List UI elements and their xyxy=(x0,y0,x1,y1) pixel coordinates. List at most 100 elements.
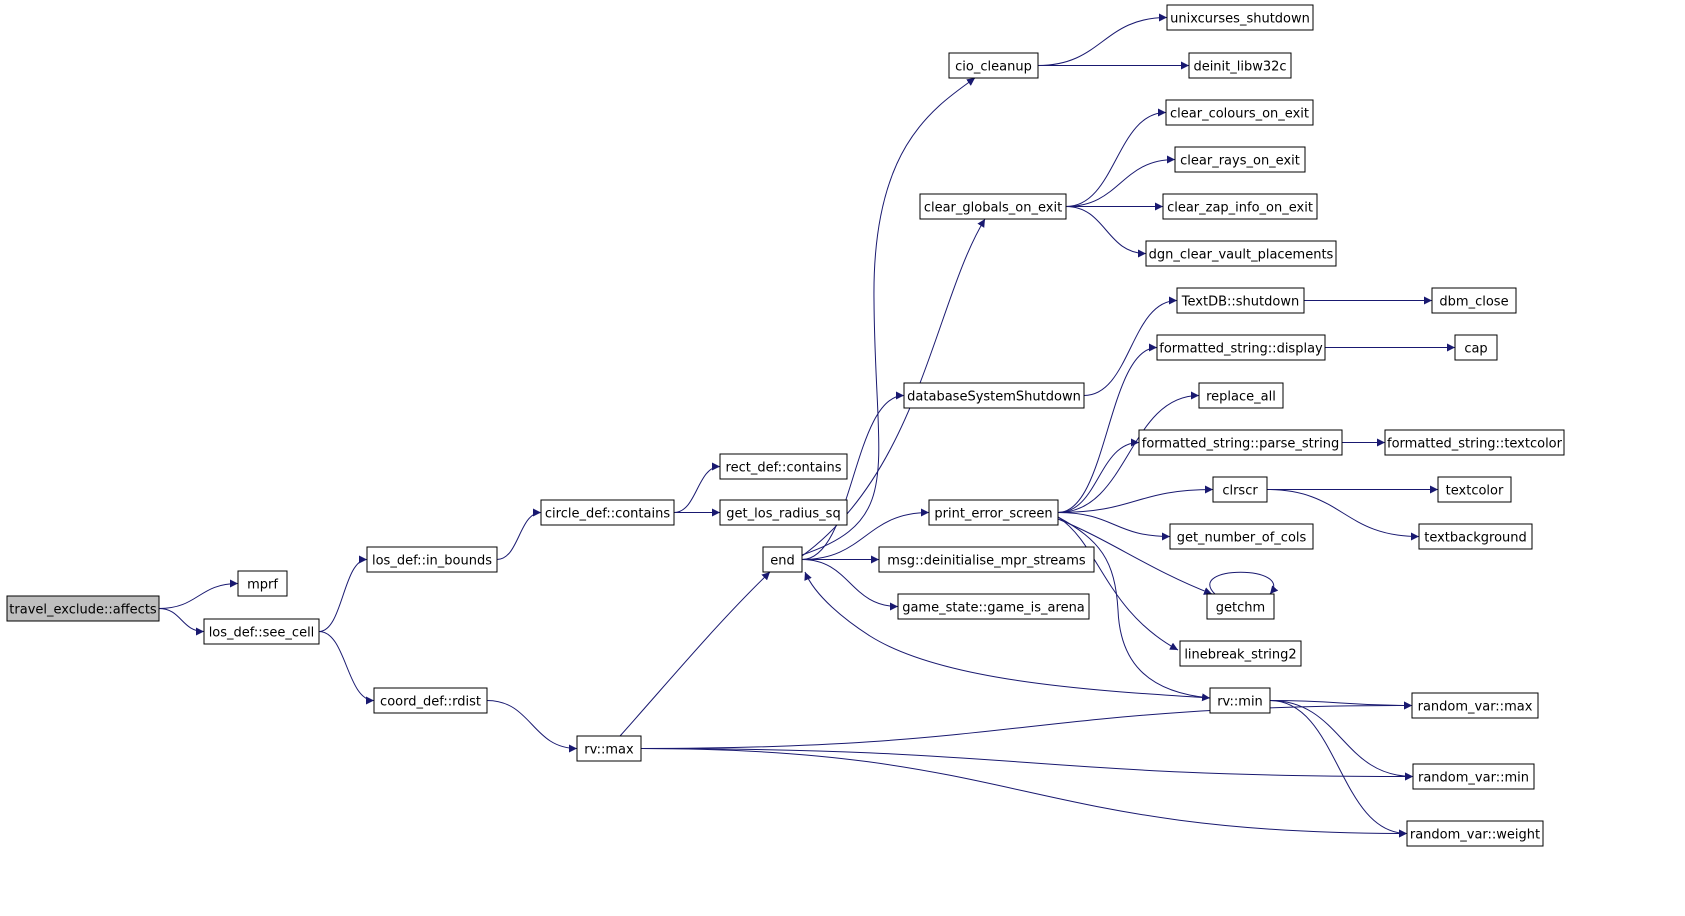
node-box xyxy=(1169,523,1314,550)
node-box xyxy=(237,570,288,597)
node-label: random_var::min xyxy=(1418,771,1529,786)
node-label: clear_colours_on_exit xyxy=(1170,107,1309,122)
node-label: clrscr xyxy=(1222,484,1258,499)
node-label: msg::deinitialise_mpr_streams xyxy=(887,554,1086,569)
node-databasesystemshutdown[interactable]: databaseSystemShutdown xyxy=(903,382,1085,409)
node-label: game_state::game_is_arena xyxy=(902,601,1085,616)
node-get-number-of-cols[interactable]: get_number_of_cols xyxy=(1169,523,1314,550)
node-print-error-screen[interactable]: print_error_screen xyxy=(928,499,1059,526)
node-label: cap xyxy=(1464,342,1487,357)
node-box xyxy=(1412,763,1535,790)
node-box xyxy=(1174,146,1306,173)
node-get-los-radius-sq[interactable]: get_los_radius_sq xyxy=(719,499,848,526)
edge-clrscr-to-textbackground xyxy=(1266,489,1420,541)
node-los-def-in-bounds[interactable]: los_def::in_bounds xyxy=(366,546,498,573)
edge-rv-max-to-random-var-weight xyxy=(640,748,1408,838)
edge-los-def-in-bounds-to-circle-def-contains xyxy=(496,508,542,560)
node-box xyxy=(1411,692,1539,719)
edge-rv-min-to-random-var-min xyxy=(1269,700,1414,781)
node-label: clear_globals_on_exit xyxy=(924,201,1062,216)
edge-rv-min-to-end xyxy=(804,571,1211,699)
node-random-var-weight[interactable]: random_var::weight xyxy=(1406,820,1544,847)
edge-end-to-databasesystemshutdown xyxy=(801,391,905,560)
node-game-state-game-is-arena[interactable]: game_state::game_is_arena xyxy=(897,593,1090,620)
node-label: random_var::weight xyxy=(1410,828,1540,843)
node-clear-zap-info-on-exit[interactable]: clear_zap_info_on_exit xyxy=(1162,193,1318,220)
node-formatted-string-display[interactable]: formatted_string::display xyxy=(1156,334,1326,361)
node-rv-max[interactable]: rv::max xyxy=(576,735,642,762)
edge-rv-max-to-end xyxy=(619,571,771,737)
node-box xyxy=(1406,820,1544,847)
node-label: cio_cleanup xyxy=(955,60,1032,75)
edge-travel-exclude-affects-to-mprf xyxy=(158,579,239,609)
node-clrscr[interactable]: clrscr xyxy=(1212,476,1268,503)
node-label: replace_all xyxy=(1206,390,1276,405)
node-label: rect_def::contains xyxy=(726,461,842,476)
node-label: clear_zap_info_on_exit xyxy=(1167,201,1313,216)
node-label: end xyxy=(770,554,795,569)
node-box xyxy=(903,382,1085,409)
edge-end-to-game-state-game-is-arena xyxy=(801,559,899,611)
node-msg-deinitialise-mpr-streams[interactable]: msg::deinitialise_mpr_streams xyxy=(878,546,1095,573)
node-label: los_def::see_cell xyxy=(209,626,315,641)
node-circle-def-contains[interactable]: circle_def::contains xyxy=(540,499,675,526)
node-label: textcolor xyxy=(1446,484,1504,499)
node-textbackground[interactable]: textbackground xyxy=(1418,523,1533,550)
node-box xyxy=(928,499,1059,526)
node-linebreak-string2[interactable]: linebreak_string2 xyxy=(1179,640,1302,667)
edge-clear-globals-on-exit-to-dgn-clear-vault-placements xyxy=(1065,206,1147,258)
node-box xyxy=(1206,593,1275,620)
edge-print-error-screen-to-rv-min xyxy=(1057,516,1211,702)
node-box xyxy=(1179,640,1302,667)
node-clear-rays-on-exit[interactable]: clear_rays_on_exit xyxy=(1174,146,1306,173)
node-random-var-min[interactable]: random_var::min xyxy=(1412,763,1535,790)
node-label: getchm xyxy=(1216,601,1265,616)
edge-clear-globals-on-exit-to-clear-colours-on-exit xyxy=(1065,108,1167,207)
node-unixcurses-shutdown[interactable]: unixcurses_shutdown xyxy=(1166,4,1314,31)
edge-print-error-screen-to-formatted-string-display xyxy=(1057,343,1158,513)
node-box xyxy=(1198,382,1284,409)
node-formatted-string-parse-string[interactable]: formatted_string::parse_string xyxy=(1138,429,1343,456)
node-clear-colours-on-exit[interactable]: clear_colours_on_exit xyxy=(1165,99,1314,126)
node-mprf[interactable]: mprf xyxy=(237,570,288,597)
node-box xyxy=(1431,287,1517,314)
edge-travel-exclude-affects-to-los-def-see-cell xyxy=(158,608,205,636)
node-cap[interactable]: cap xyxy=(1454,334,1498,361)
edge-rv-max-to-random-var-max xyxy=(640,701,1413,749)
node-random-var-max[interactable]: random_var::max xyxy=(1411,692,1539,719)
node-textdb-shutdown[interactable]: TextDB::shutdown xyxy=(1176,287,1305,314)
node-travel-exclude-affects[interactable]: travel_exclude::affects xyxy=(6,595,160,622)
node-cio-cleanup[interactable]: cio_cleanup xyxy=(948,52,1039,79)
node-box xyxy=(1384,429,1565,456)
node-label: databaseSystemShutdown xyxy=(907,390,1081,405)
node-end[interactable]: end xyxy=(762,546,803,573)
node-label: mprf xyxy=(247,578,278,593)
node-coord-def-rdist[interactable]: coord_def::rdist xyxy=(373,687,488,714)
edge-rv-min-to-random-var-weight xyxy=(1269,700,1408,838)
node-box xyxy=(762,546,803,573)
edge-los-def-see-cell-to-los-def-in-bounds xyxy=(318,555,368,632)
node-getchm[interactable]: getchm xyxy=(1206,593,1275,620)
node-box xyxy=(1454,334,1498,361)
node-label: clear_rays_on_exit xyxy=(1180,154,1300,169)
node-box xyxy=(1418,523,1533,550)
node-box xyxy=(540,499,675,526)
node-formatted-string-textcolor[interactable]: formatted_string::textcolor xyxy=(1384,429,1565,456)
node-label: travel_exclude::affects xyxy=(9,603,157,618)
node-label: formatted_string::parse_string xyxy=(1142,437,1339,452)
node-textcolor[interactable]: textcolor xyxy=(1437,476,1512,503)
edge-end-to-print-error-screen xyxy=(801,508,930,560)
node-label: circle_def::contains xyxy=(545,507,670,522)
node-clear-globals-on-exit[interactable]: clear_globals_on_exit xyxy=(919,193,1067,220)
node-rect-def-contains[interactable]: rect_def::contains xyxy=(719,453,848,480)
node-los-def-see-cell[interactable]: los_def::see_cell xyxy=(203,618,320,645)
node-replace-all[interactable]: replace_all xyxy=(1198,382,1284,409)
node-rv-min[interactable]: rv::min xyxy=(1209,687,1271,714)
node-label: formatted_string::textcolor xyxy=(1387,437,1563,452)
node-deinit-libw32c[interactable]: deinit_libw32c xyxy=(1188,52,1292,79)
node-box xyxy=(897,593,1090,620)
node-box xyxy=(1209,687,1271,714)
node-label: los_def::in_bounds xyxy=(372,554,492,569)
node-dbm-close[interactable]: dbm_close xyxy=(1431,287,1517,314)
node-dgn-clear-vault-placements[interactable]: dgn_clear_vault_placements xyxy=(1145,240,1337,267)
